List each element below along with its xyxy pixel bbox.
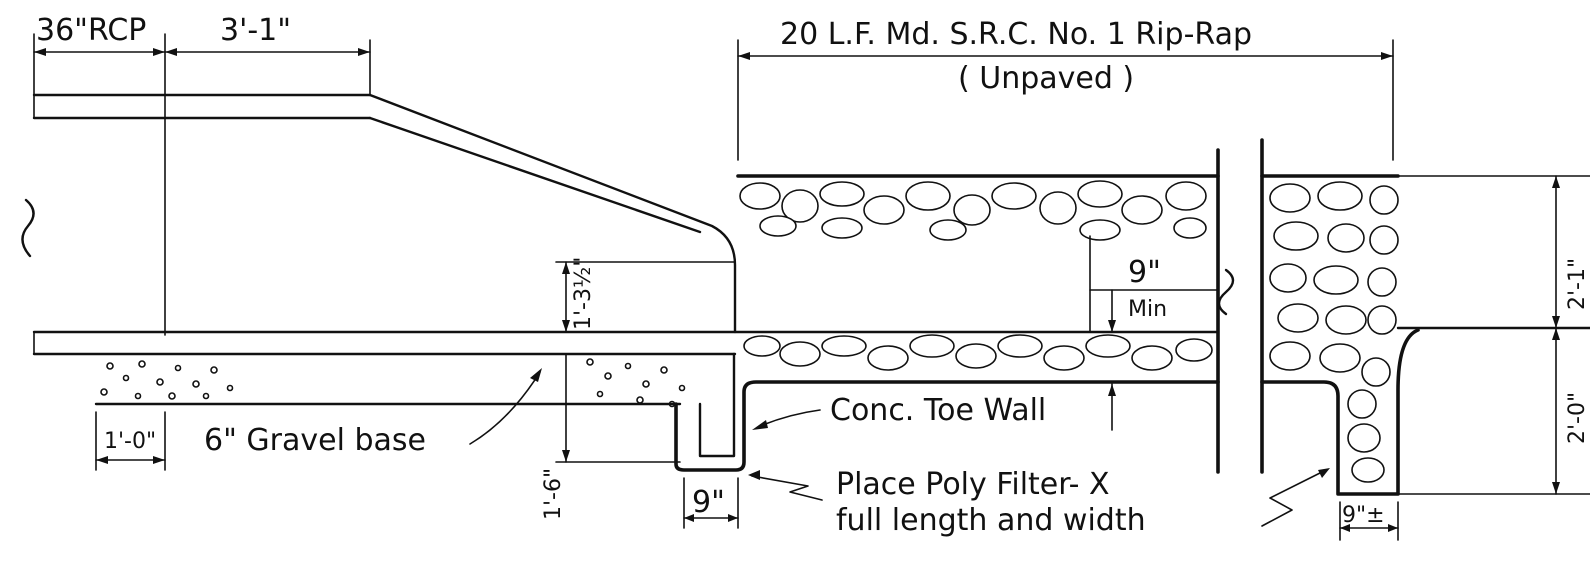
- apron-length-label: 3'-1": [220, 13, 291, 48]
- pipe-apron: [21, 33, 1220, 471]
- wall-width-label: 9": [692, 485, 725, 520]
- gravel-base-label: 6" Gravel base: [204, 423, 426, 458]
- wall-depth-label: 1'-6": [541, 468, 566, 520]
- riprap-layer: [736, 39, 1394, 431]
- curb-height-label: 1'-3½": [571, 257, 596, 330]
- left-base-dimension: 1'-0": [104, 429, 156, 454]
- right-section: [1216, 138, 1590, 541]
- right-bottom-dimension: 2'-0": [1565, 392, 1590, 444]
- right-wall-width-label: 9"±: [1342, 503, 1385, 528]
- riprap-title: 20 L.F. Md. S.R.C. No. 1 Rip-Rap: [780, 17, 1252, 52]
- filter-note-line1: Place Poly Filter- X: [836, 467, 1110, 502]
- pipe-label: 36"RCP: [36, 13, 146, 48]
- unpaved-label: ( Unpaved ): [958, 61, 1134, 96]
- toe-wall-label: Conc. Toe Wall: [830, 393, 1046, 428]
- min-dimension-label: 9": [1128, 255, 1161, 290]
- toe-wall-left: [674, 352, 1220, 529]
- right-top-dimension: 2'-1": [1565, 258, 1590, 310]
- filter-note-line2: full length and width: [836, 503, 1146, 538]
- min-word-label: Min: [1128, 297, 1167, 322]
